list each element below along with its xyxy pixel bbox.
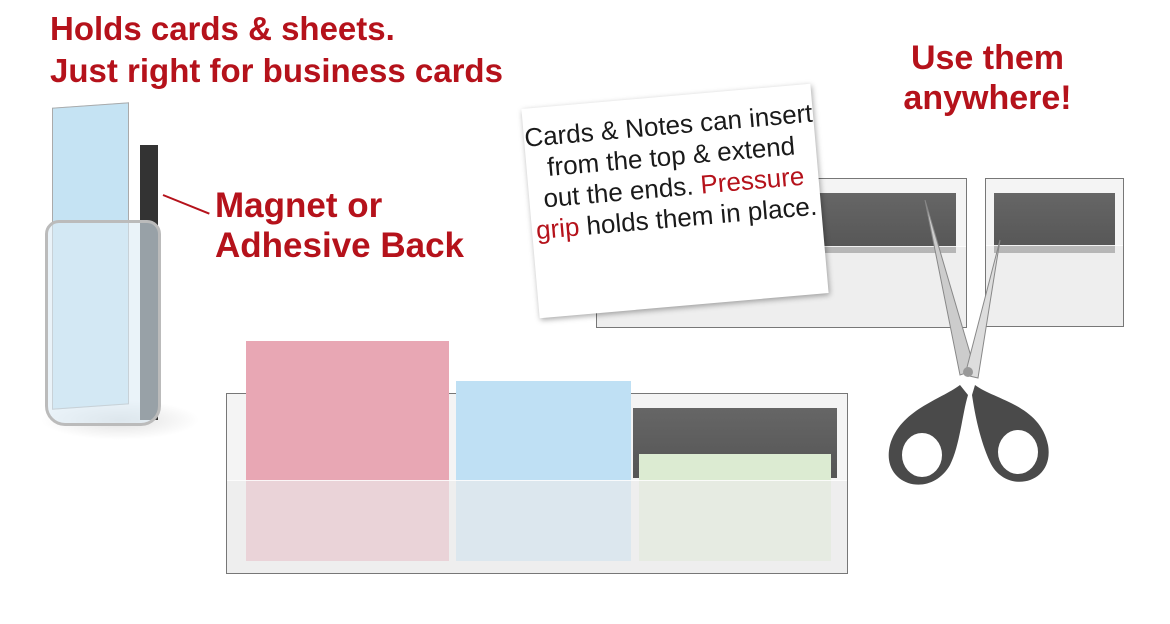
- holder-short-top: [985, 178, 1124, 327]
- magnet-callout: Magnet or Adhesive Back: [215, 186, 464, 266]
- holder-side-profile: [40, 100, 200, 440]
- tagline: Use them anywhere!: [880, 38, 1095, 118]
- headline: Holds cards & sheets. Just right for bus…: [50, 8, 503, 92]
- info-note-card: Cards & Notes can insert from the top & …: [521, 83, 829, 319]
- callout-line2: Adhesive Back: [215, 226, 465, 265]
- scissors-icon: [888, 200, 1049, 485]
- holder-front-panel: [227, 480, 847, 573]
- callout-line1: Magnet or: [215, 186, 383, 225]
- holder-backing: [994, 193, 1115, 253]
- holder-main: [226, 341, 848, 574]
- tagline-line2: anywhere!: [903, 79, 1072, 117]
- headline-line1: Holds cards & sheets.: [50, 10, 395, 47]
- holder-front-panel: [986, 245, 1123, 326]
- headline-line2: Just right for business cards: [50, 52, 503, 89]
- tagline-line1: Use them: [910, 39, 1065, 77]
- holder-clear-lip: [45, 220, 161, 426]
